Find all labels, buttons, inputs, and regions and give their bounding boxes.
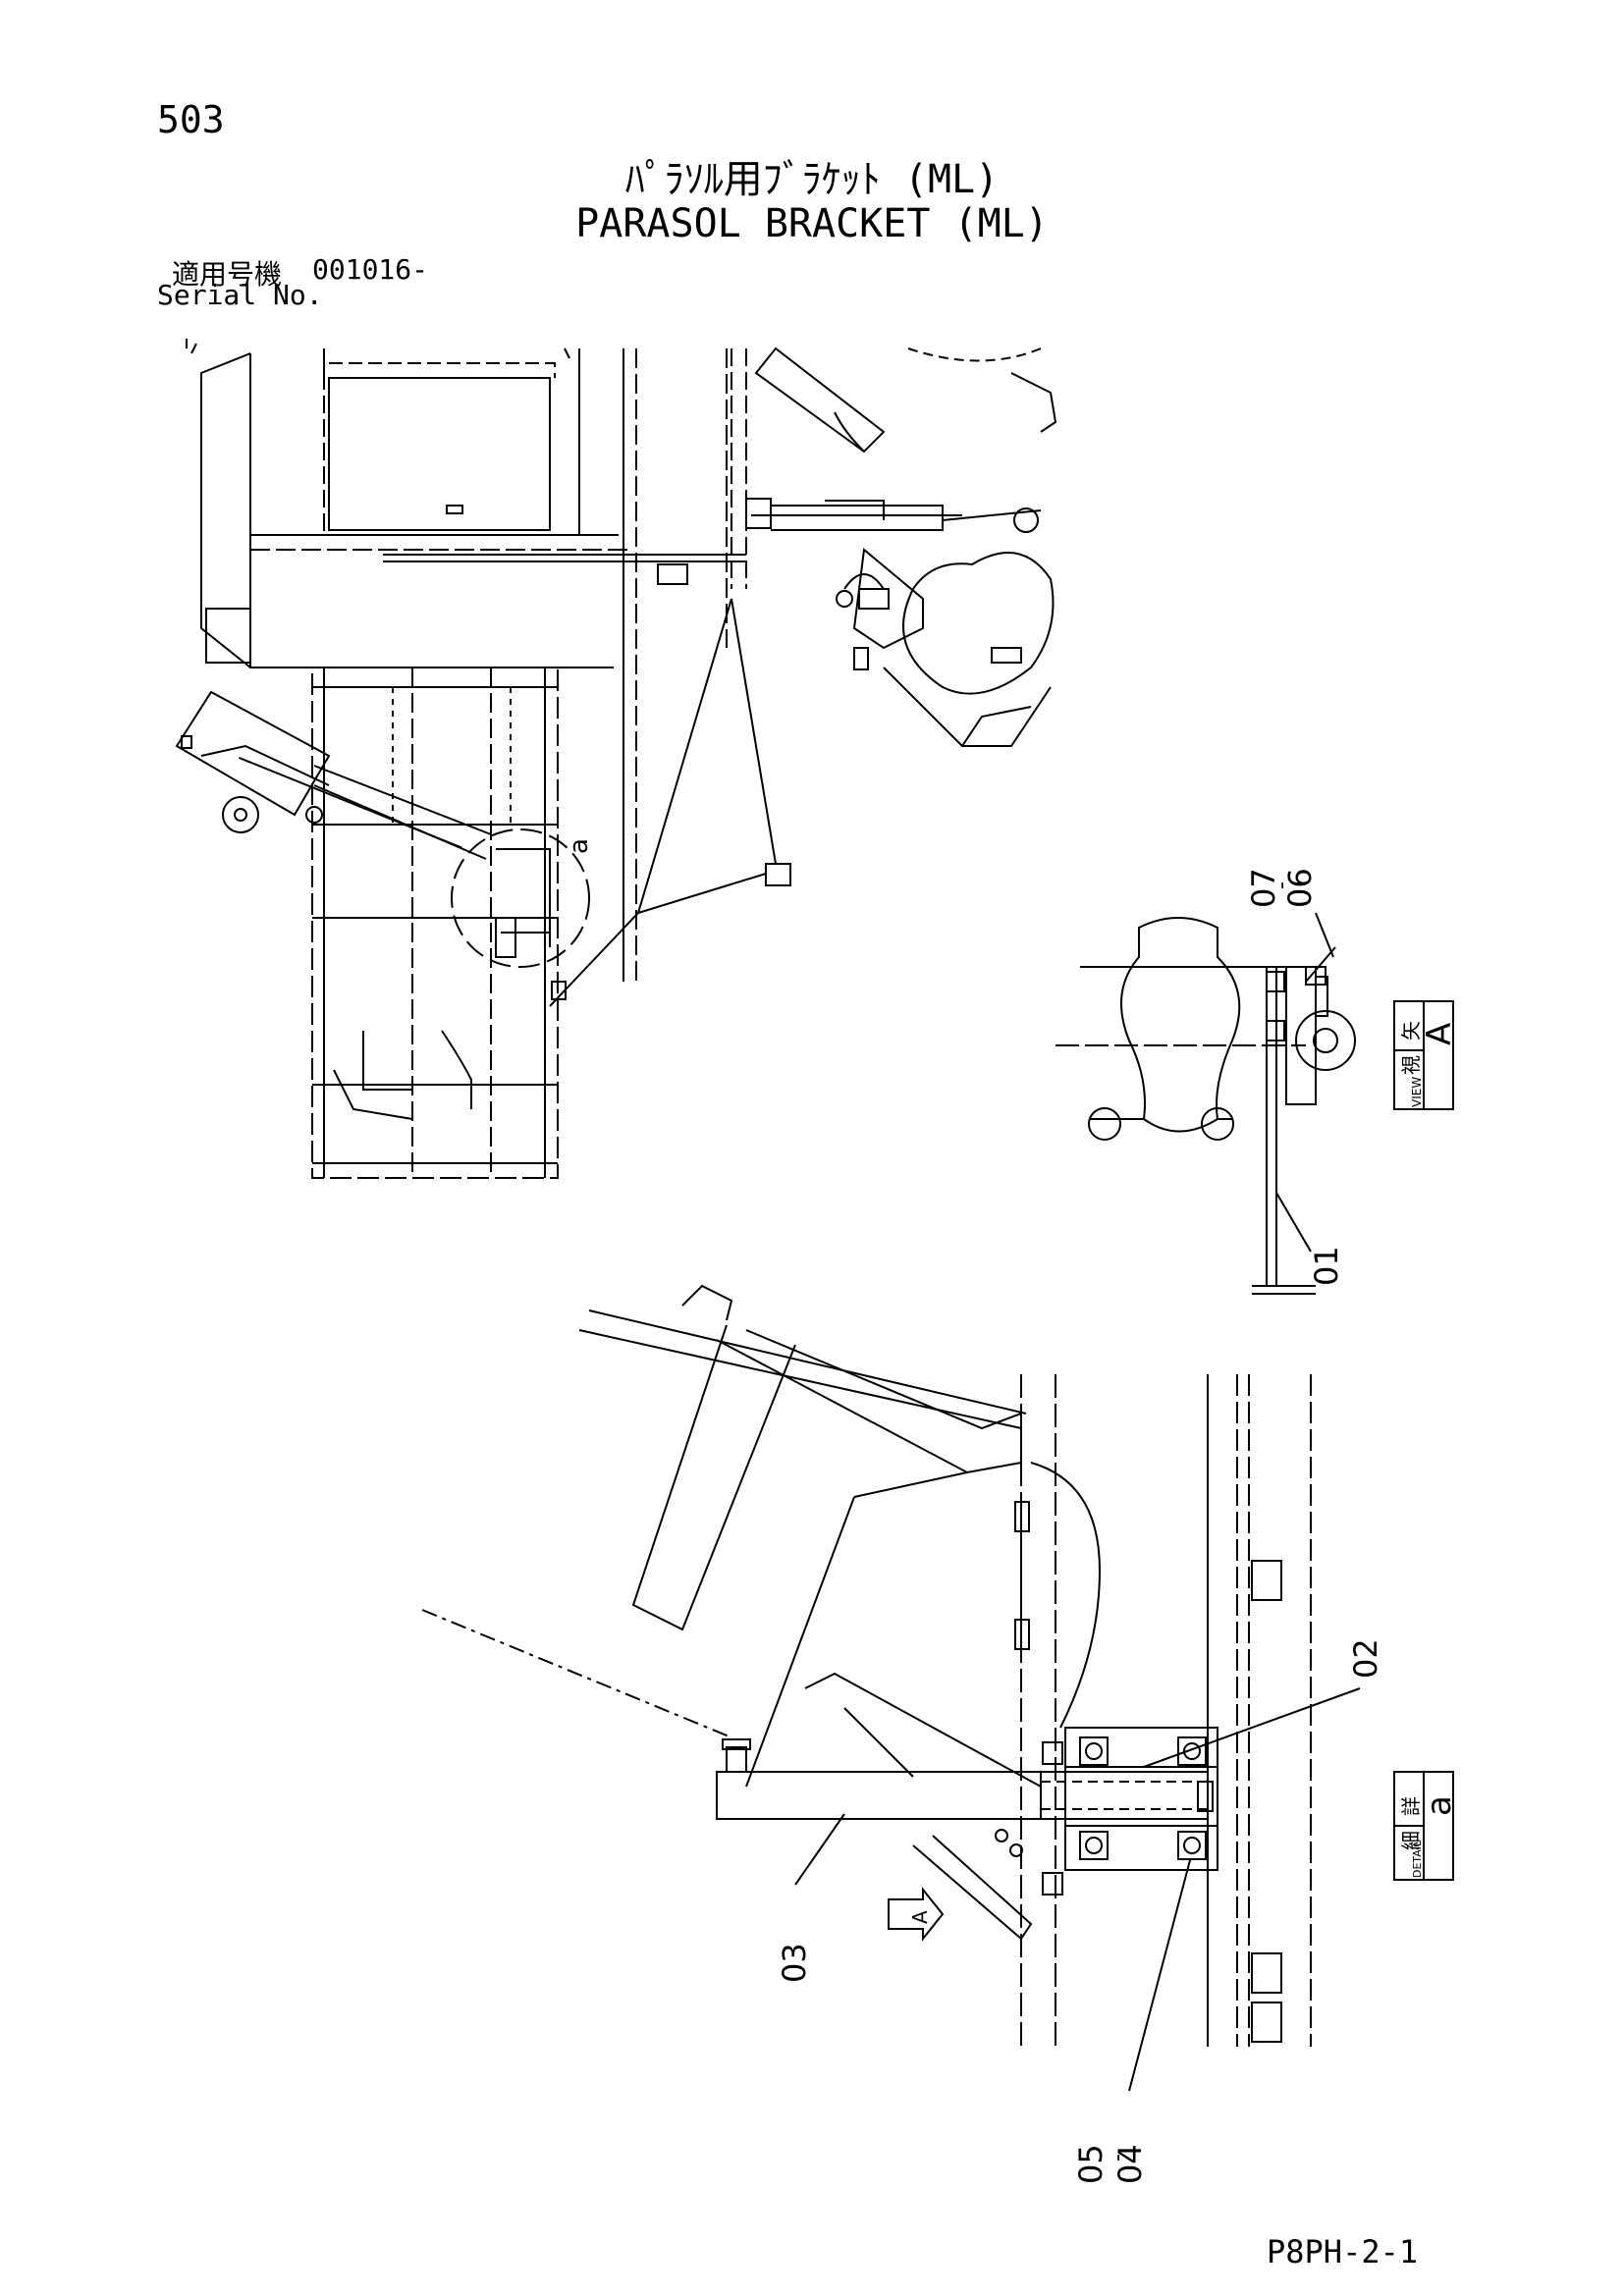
svg-text:A: A xyxy=(1420,1023,1459,1045)
detail-a-label-box: 詳 細 DETAIL a xyxy=(1393,1771,1459,1881)
svg-text:-: - xyxy=(1270,881,1294,889)
view-a-label-box: 矢 視 VIEW A xyxy=(1393,1000,1459,1110)
svg-text:03: 03 xyxy=(776,1943,813,1983)
detail-marker-a: a xyxy=(565,838,594,854)
svg-text:02: 02 xyxy=(1347,1638,1384,1679)
svg-text:VIEW: VIEW xyxy=(1410,1077,1424,1107)
svg-text:a: a xyxy=(1420,1795,1459,1816)
title-japanese: ﾊﾟﾗｿﾙ用ﾌﾞﾗｹｯﾄ (ML) xyxy=(624,157,1000,202)
svg-text:07: 07 xyxy=(1245,868,1282,908)
serial-number-value: 001016- xyxy=(312,253,429,286)
view-a-drawing xyxy=(1056,917,1356,1295)
svg-text:細: 細 xyxy=(1399,1831,1423,1850)
machine-overview xyxy=(175,339,1057,1179)
detail-a-drawing xyxy=(421,1284,1312,2047)
svg-text:視: 視 xyxy=(1399,1055,1423,1075)
svg-text:-: - xyxy=(1106,2154,1130,2162)
page-number: 503 xyxy=(157,98,225,141)
svg-text:DETAIL: DETAIL xyxy=(1411,1840,1424,1878)
view-a-callouts: 07 - 06 01 xyxy=(1245,868,1345,1286)
svg-text:06: 06 xyxy=(1281,868,1319,908)
svg-text:A: A xyxy=(908,1910,932,1924)
footer-code: P8PH-2-1 xyxy=(1267,2233,1419,2270)
serial-label-english: Serial No. xyxy=(157,279,323,311)
svg-text:01: 01 xyxy=(1308,1246,1345,1286)
detail-a-callouts: 02 03 04 - 05 A xyxy=(776,1638,1384,2184)
svg-text:矢: 矢 xyxy=(1399,1021,1423,1041)
svg-text:04: 04 xyxy=(1111,2144,1149,2184)
svg-text:詳: 詳 xyxy=(1399,1796,1423,1816)
svg-text:a: a xyxy=(565,838,594,854)
serial-label-japanese: 適用号機 xyxy=(172,258,283,291)
svg-text:05: 05 xyxy=(1072,2144,1110,2184)
title-english: PARASOL BRACKET (ML) xyxy=(575,201,1049,246)
